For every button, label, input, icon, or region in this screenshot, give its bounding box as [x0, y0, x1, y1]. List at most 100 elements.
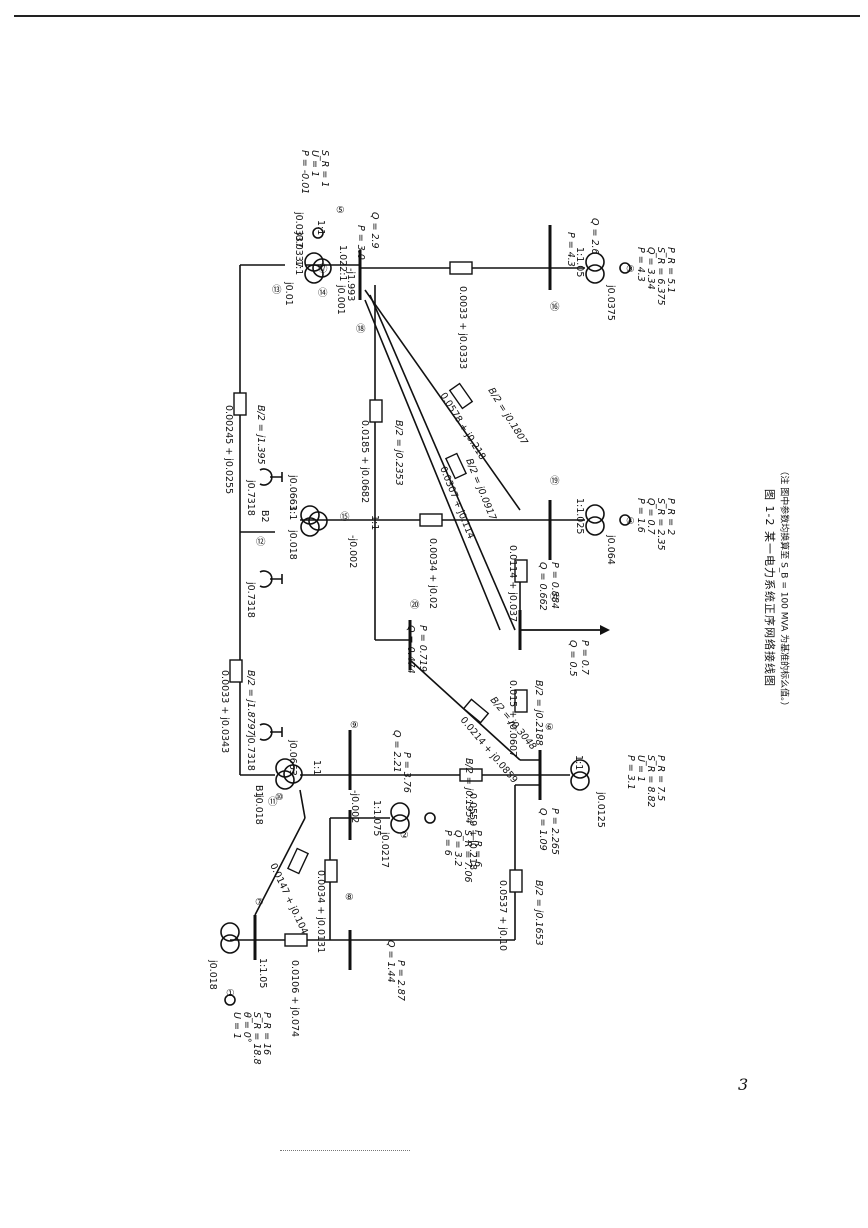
- xfmr-x: j0.018: [287, 529, 298, 560]
- xfmr-ratio: 1:1: [287, 505, 298, 520]
- gen-ratio: 1:1.075: [371, 800, 382, 836]
- generator-1-icon: [220, 922, 240, 1006]
- gen-ratio: 1:1.05: [257, 958, 268, 988]
- gen-param: Q = 3.34: [645, 247, 656, 290]
- load-q: Q = 2.6: [589, 218, 600, 255]
- xfmr-x: j0.0663: [287, 739, 298, 776]
- bus-no: ①: [226, 988, 235, 999]
- generator-3-icon: [585, 252, 631, 284]
- gen-param: P = -0.01: [299, 150, 310, 194]
- bus-no: ⑳: [410, 600, 420, 611]
- transformer-b1-icon: [275, 758, 303, 790]
- gen-ratio: 1:1.025: [574, 498, 585, 534]
- line-label: B/2 = j0.1807: [485, 386, 529, 448]
- shunt-x: j0.7318: [245, 734, 256, 771]
- load-q: Q = 2.21: [391, 730, 402, 773]
- shunt-reactors: [259, 468, 283, 741]
- line-label: B/2 = j1.8797: [245, 670, 256, 736]
- gen-x: j0.064: [605, 534, 616, 565]
- gen-param: θ = 0°: [241, 1012, 252, 1043]
- shunt-x: j0.7318: [245, 479, 256, 516]
- figure-caption-block: 图 1-2 某一电力系统正序网络接线图: [760, 440, 780, 740]
- load-arrows: [520, 625, 610, 635]
- gen-param: P_R = 2: [665, 498, 676, 535]
- bus-no: ⑬: [272, 285, 282, 296]
- xfmr-ratio: 1:1: [293, 260, 304, 275]
- gen-param: S_R = 1: [319, 150, 330, 187]
- bus-no: ②: [400, 830, 409, 841]
- xfmr-x: j0.0663: [287, 474, 298, 511]
- load-p: P = 0.884: [549, 562, 560, 609]
- bus-no: ⑩: [275, 792, 284, 803]
- bus-no: ⑲: [550, 476, 560, 487]
- gen-param: P = 3.1: [625, 755, 636, 790]
- gen-ratio: 1:1: [315, 220, 326, 235]
- gen-ratio: 1:1.05: [574, 247, 585, 277]
- line-label: 0.00245 + j0.0255: [223, 405, 234, 494]
- xfmr-x: j0.018: [253, 794, 264, 825]
- gen-param: S_R = 2.35: [655, 498, 666, 551]
- load-q: Q = 0.5: [567, 640, 578, 677]
- line-label: B/2 = j0.2353: [393, 420, 404, 486]
- gen-param: P_R = 6: [472, 830, 483, 867]
- bus-no: ㉑: [550, 592, 560, 603]
- load-p: P = 2.265: [549, 808, 560, 855]
- load-q: Q = 1.44: [385, 940, 396, 983]
- xfmr-x: j0.0337: [293, 231, 304, 268]
- load-p: P = 2.87: [395, 960, 406, 1001]
- transformer-t3-icon: [304, 227, 332, 284]
- bus-no: ⑭: [318, 288, 328, 299]
- bus-no: ⑱: [356, 324, 366, 335]
- shunt-x: j0.7318: [245, 581, 256, 618]
- gen-param: P_R = 7.5: [655, 755, 666, 801]
- bus-no: ⑤: [336, 205, 345, 216]
- xfmr-x: -j0.002: [349, 790, 360, 823]
- load-p: P = 4.3: [565, 232, 576, 267]
- xfmr-x: -j0.002: [347, 535, 358, 568]
- bus-no: ⑧: [345, 892, 354, 903]
- generator-2-icon: [390, 802, 436, 834]
- load-p: P = 0.7: [579, 640, 590, 675]
- generator-4-icon: [585, 504, 631, 536]
- line-label: 0.015 + j0.0607: [507, 680, 518, 757]
- page-top-rule: [14, 15, 860, 17]
- load-p: P = 3.76: [401, 752, 412, 793]
- load-q: Q = 1.09: [537, 808, 548, 851]
- gen-x: j0.018: [207, 959, 218, 990]
- gen-param: P = 1.6: [635, 498, 646, 533]
- xfmr-ratio: 1.022:1: [337, 245, 348, 281]
- line-impedances: [229, 261, 528, 947]
- line-label: 0.0185 + j0.0682: [359, 420, 370, 503]
- xfmr-label: B2: [259, 510, 270, 523]
- line-label: B/2 = j0.0917: [463, 457, 498, 522]
- bus-no: ⑯: [550, 302, 560, 313]
- load-q: Q = 0.474: [405, 625, 416, 674]
- bus-no: ⑥: [545, 722, 554, 733]
- bus-no: ⑨: [350, 720, 359, 731]
- line-label: 0.0537 + j0.10: [497, 880, 508, 951]
- line-label: B/2 = j1.395: [255, 405, 266, 465]
- line-label: B/2 = j0.1653: [533, 880, 544, 946]
- load-q: Q = 0.662: [537, 562, 548, 611]
- xfmr-x: j0.01: [283, 281, 294, 306]
- figure-note: （注 图中参数均换算至 S_B = 100 MVA 为基准的标么值。）: [778, 466, 789, 711]
- bus-no: ③: [626, 264, 635, 275]
- line-label: 0.0559 + j0.218: [467, 793, 478, 870]
- line-label: 0.0033 + j0.0333: [457, 286, 468, 369]
- line-label: 0.0106 + j0.074: [289, 960, 300, 1037]
- bus-no: ⑰: [318, 264, 328, 275]
- line-label: B/2 = j0.1954: [463, 758, 474, 824]
- gen-param: U = 1: [635, 755, 646, 782]
- bus-no: ⑦: [255, 897, 264, 908]
- load-p: P = 0.719: [417, 625, 428, 672]
- load-p: P = 3.0: [355, 225, 366, 260]
- gen-x: j0.0375: [605, 284, 616, 321]
- gen-param: S_R = 7.06: [462, 830, 473, 883]
- gen-param: P = 6: [442, 830, 453, 856]
- xfmr-x: j0.001: [335, 284, 346, 315]
- capacitor-x: -j1.993: [345, 268, 356, 301]
- gen-x: j0.0217: [379, 831, 390, 868]
- figure-caption: 图 1-2 某一电力系统正序网络接线图: [763, 489, 776, 687]
